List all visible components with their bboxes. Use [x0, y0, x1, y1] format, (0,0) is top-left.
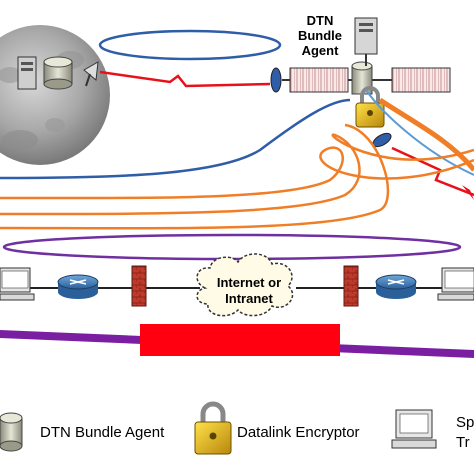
legend-computer-icon: [391, 409, 437, 449]
legend-space-text-line1: Sp: [456, 414, 474, 431]
bundle-agent-label-line3: Agent: [301, 43, 339, 58]
orange-space-link-thick: [378, 97, 474, 172]
bundle-agent-label-line2: Bundle: [297, 28, 343, 43]
right-firewall-icon: [343, 265, 359, 307]
left-computer-icon: [0, 267, 35, 301]
moon-bundle-agent-disk-icon: [43, 56, 73, 90]
left-router-icon: [57, 274, 99, 299]
orange-link-loop-3: [0, 123, 390, 230]
purple-network-loop: [2, 233, 462, 261]
left-firewall-icon: [131, 265, 147, 307]
legend-encryptor-text: Datalink Encryptor: [237, 424, 360, 441]
legend-bundle-agent-icon: [0, 412, 23, 452]
red-link-arrowhead: [462, 185, 474, 200]
blue-link-loop: [0, 98, 351, 180]
cloud-label: Internet or Intranet: [204, 275, 294, 307]
orange-link-loop-2: [0, 133, 474, 216]
satellite-dish-icon: [83, 61, 99, 87]
right-computer-icon: [437, 267, 474, 301]
cloud-label-line1: Internet or: [216, 275, 282, 290]
red-radio-link-left: [99, 70, 271, 88]
moon-bundle-agent-server-icon: [17, 56, 37, 90]
satellite-server-icon: [354, 17, 378, 66]
bundle-agent-label: DTN Bundle Agent: [296, 13, 344, 58]
moon: [0, 25, 110, 165]
cloud-label-line2: Intranet: [225, 291, 273, 306]
satellite-icon: [270, 61, 451, 95]
satellite-datalink-encryptor-icon: [355, 86, 385, 128]
bundle-agent-label-line1: DTN: [306, 13, 334, 28]
right-router-icon: [375, 274, 417, 299]
secure-tunnel-bar: [0, 324, 474, 358]
legend-space-text-line2: Tr: [456, 434, 470, 451]
legend-bundle-agent-text: DTN Bundle Agent: [40, 424, 165, 441]
internet-cloud-icon: [196, 253, 294, 317]
legend-encryptor-icon: [194, 401, 232, 455]
blue-orbit-link: [98, 29, 282, 61]
